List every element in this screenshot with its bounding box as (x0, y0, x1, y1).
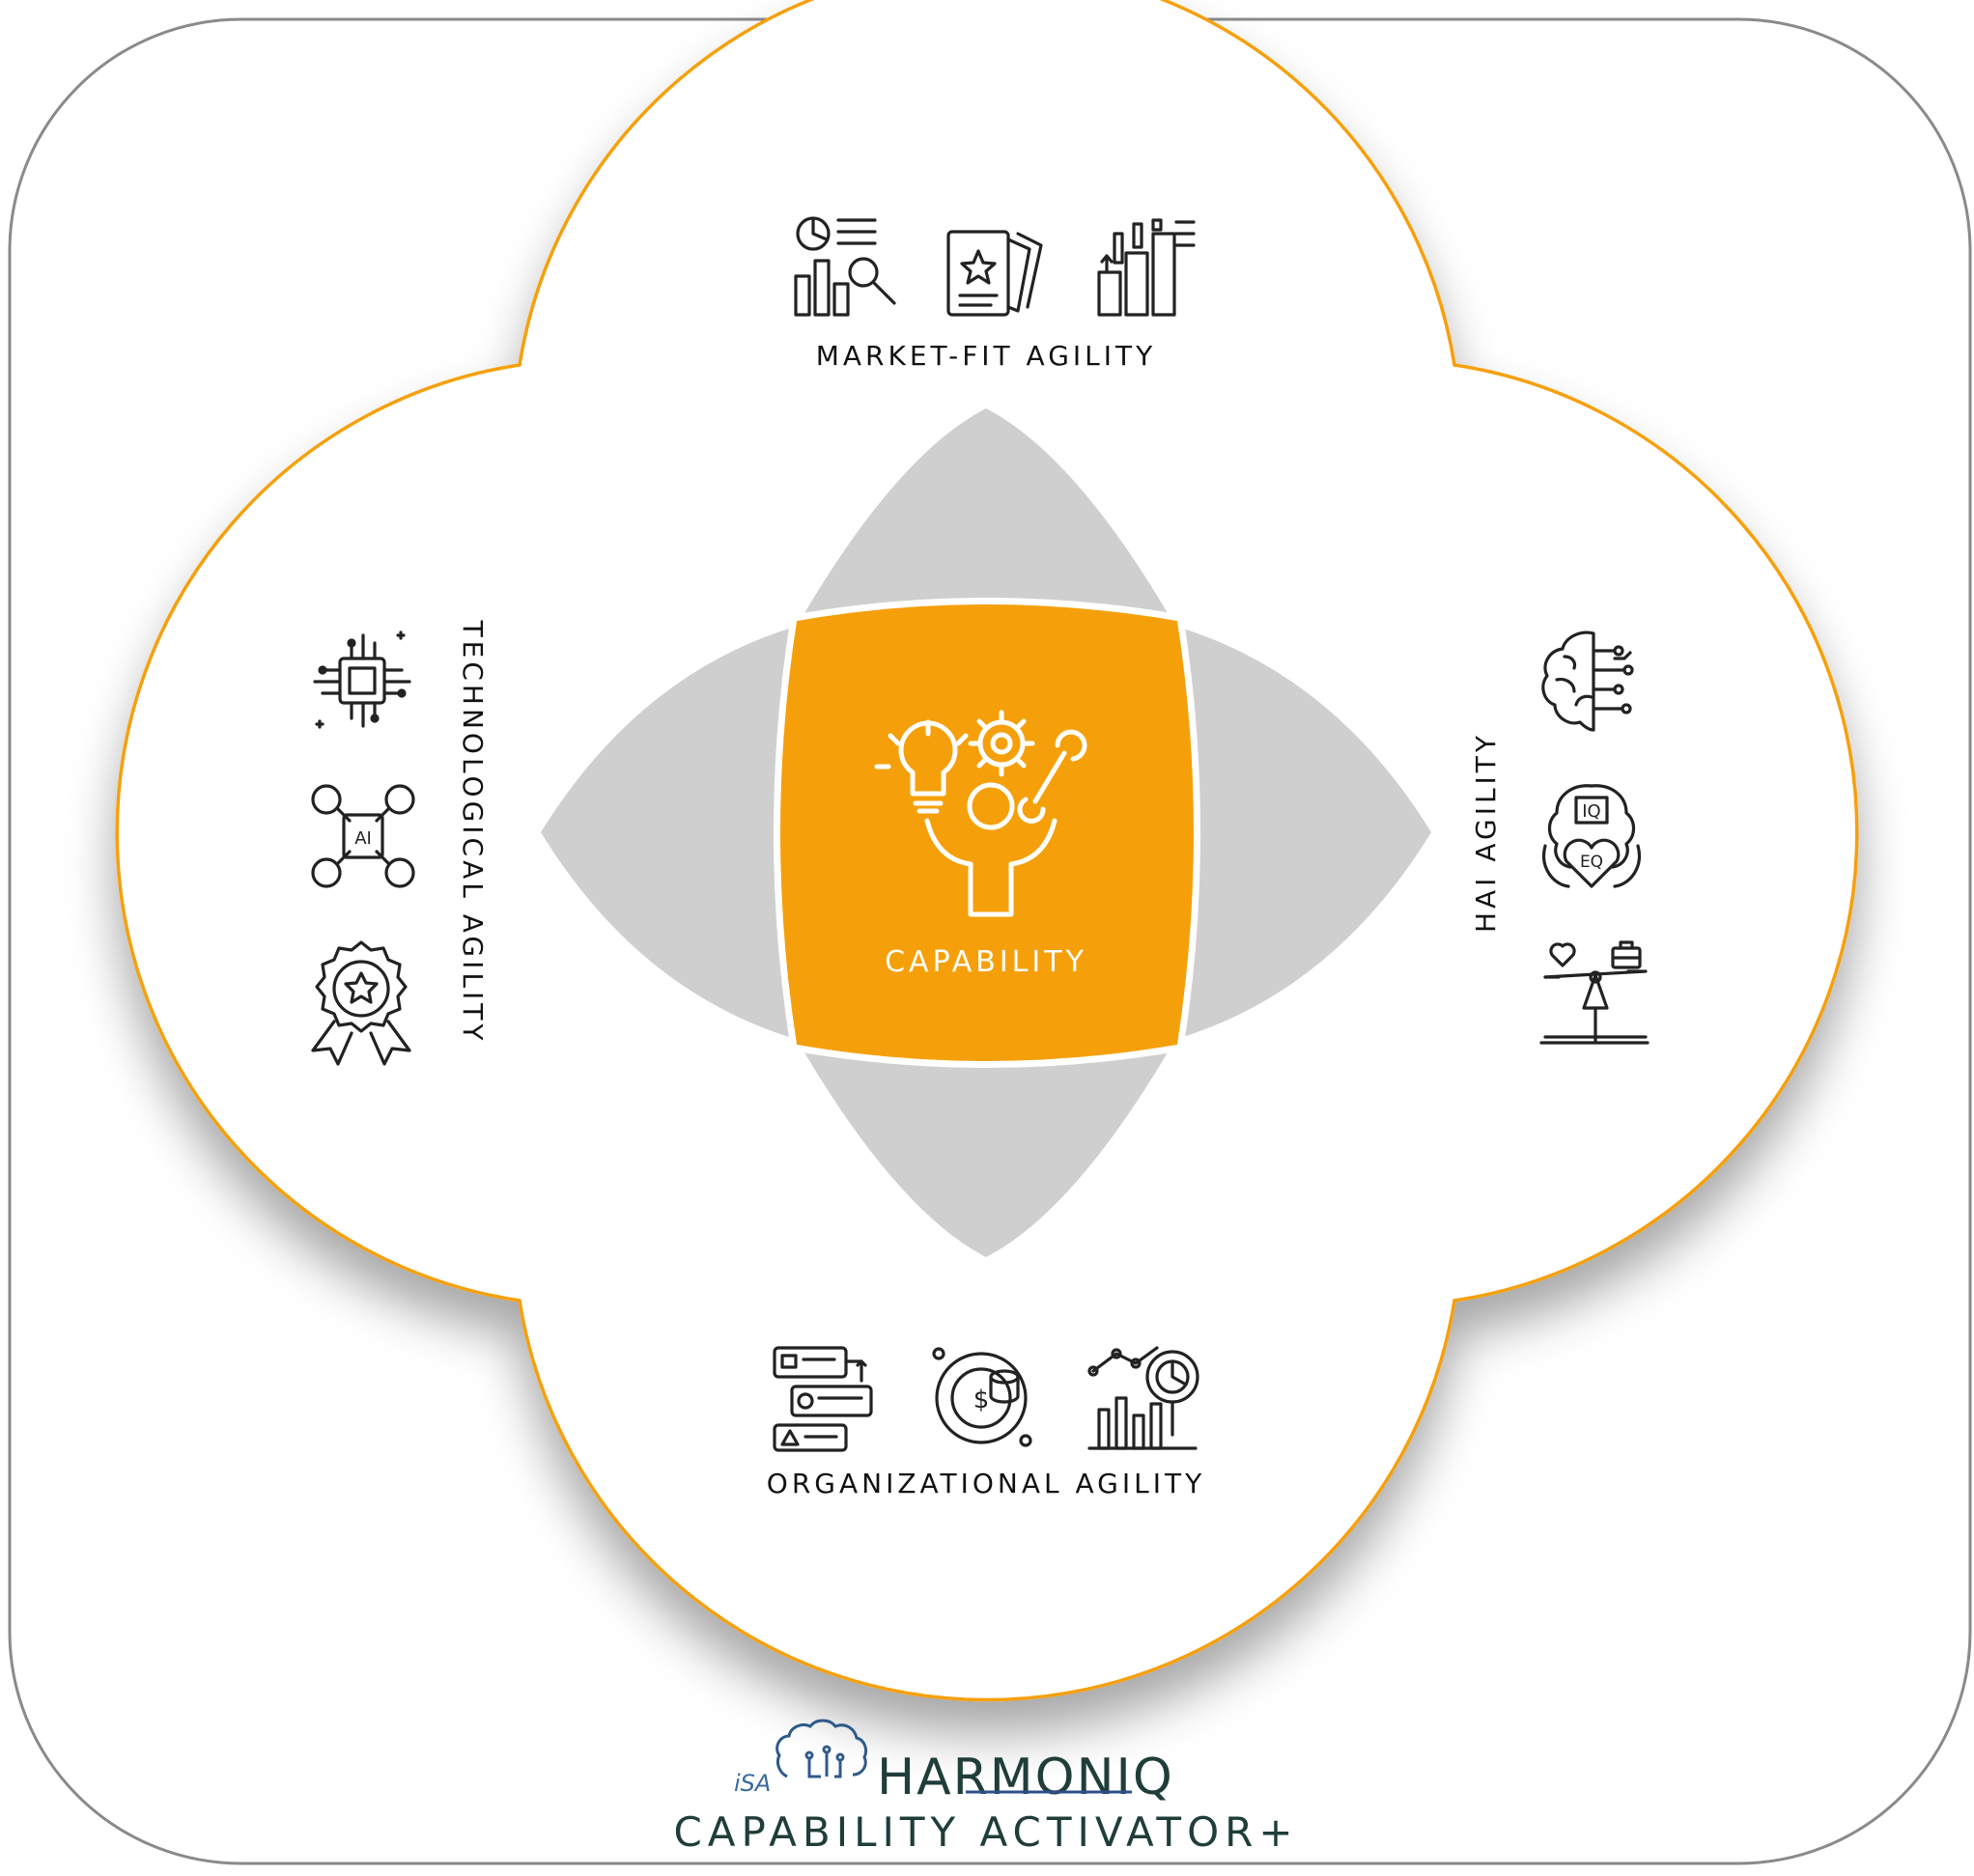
capability-person-icon (874, 710, 1087, 917)
gray-petals (541, 408, 1431, 1257)
connected-cards-icon (773, 1346, 873, 1452)
pie-chart-report-icon (794, 216, 896, 317)
capability-core (774, 598, 1200, 1068)
svg-text:AI: AI (354, 828, 372, 849)
organizational-icons: $ (773, 1346, 1199, 1452)
brain-logo-icon (776, 1719, 868, 1778)
market-fit-icons (794, 216, 1196, 317)
quality-badge-icon (311, 940, 411, 1066)
finance-cycle-icon: $ (932, 1347, 1032, 1447)
technological-icons: AI (311, 630, 415, 1066)
ai-drone-icon: AI (311, 784, 415, 888)
petal-bottom (802, 1048, 1170, 1257)
svg-text:$: $ (973, 1386, 990, 1414)
petal-left (541, 628, 792, 1038)
market-fit-label: MARKET-FIT AGILITY (816, 340, 1157, 372)
technological-label: TECHNOLOGICAL AGILITY (457, 620, 489, 1045)
iq-eq-heart-icon: IQ EQ (1542, 784, 1641, 888)
work-life-balance-icon (1539, 940, 1650, 1045)
brand-prefix: iSA (734, 1770, 771, 1797)
organizational-label: ORGANIZATIONAL AGILITY (767, 1468, 1205, 1499)
brain-circuit-icon (1541, 630, 1634, 732)
tagline: CAPABILITY ACTIVATOR+ (673, 1808, 1298, 1856)
svg-text:EQ: EQ (1580, 853, 1603, 872)
svg-text:IQ: IQ (1582, 801, 1600, 822)
brand-name: HARMONIQ (877, 1749, 1174, 1806)
circuit-chip-icon (313, 630, 411, 729)
hai-label: HAI AGILITY (1470, 732, 1502, 933)
analytics-magnifier-icon (1087, 1346, 1199, 1450)
rated-documents-icon (946, 230, 1043, 317)
hai-icons: IQ EQ (1539, 630, 1650, 1045)
harmoniq-logo: iSA HARMONIQ (734, 1719, 1174, 1806)
capability-label: CAPABILITY (885, 945, 1087, 979)
petal-right (1180, 628, 1431, 1038)
petal-top (802, 408, 1170, 618)
growth-bars-icon (1097, 218, 1196, 317)
